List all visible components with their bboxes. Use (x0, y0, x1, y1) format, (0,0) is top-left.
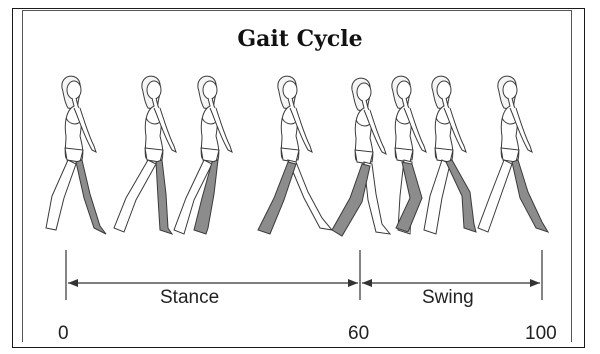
figure-4 (257, 75, 334, 235)
figure-2 (113, 75, 177, 235)
figure-1 (45, 75, 107, 235)
stance-arrow (68, 279, 358, 287)
tick-label-0: 0 (58, 323, 69, 344)
figure-7 (423, 75, 477, 235)
diagram-panel (22, 10, 572, 342)
figure-8 (477, 75, 550, 233)
figure-5 (331, 77, 392, 237)
tick-label-100: 100 (525, 323, 557, 344)
diagram-title: Gait Cycle (237, 26, 363, 52)
figure-3 (173, 75, 233, 235)
stance-label: Stance (160, 287, 220, 308)
swing-label: Swing (422, 287, 474, 308)
figure-6 (391, 75, 427, 235)
swing-arrow (362, 279, 540, 287)
tick-label-60: 60 (348, 323, 370, 344)
